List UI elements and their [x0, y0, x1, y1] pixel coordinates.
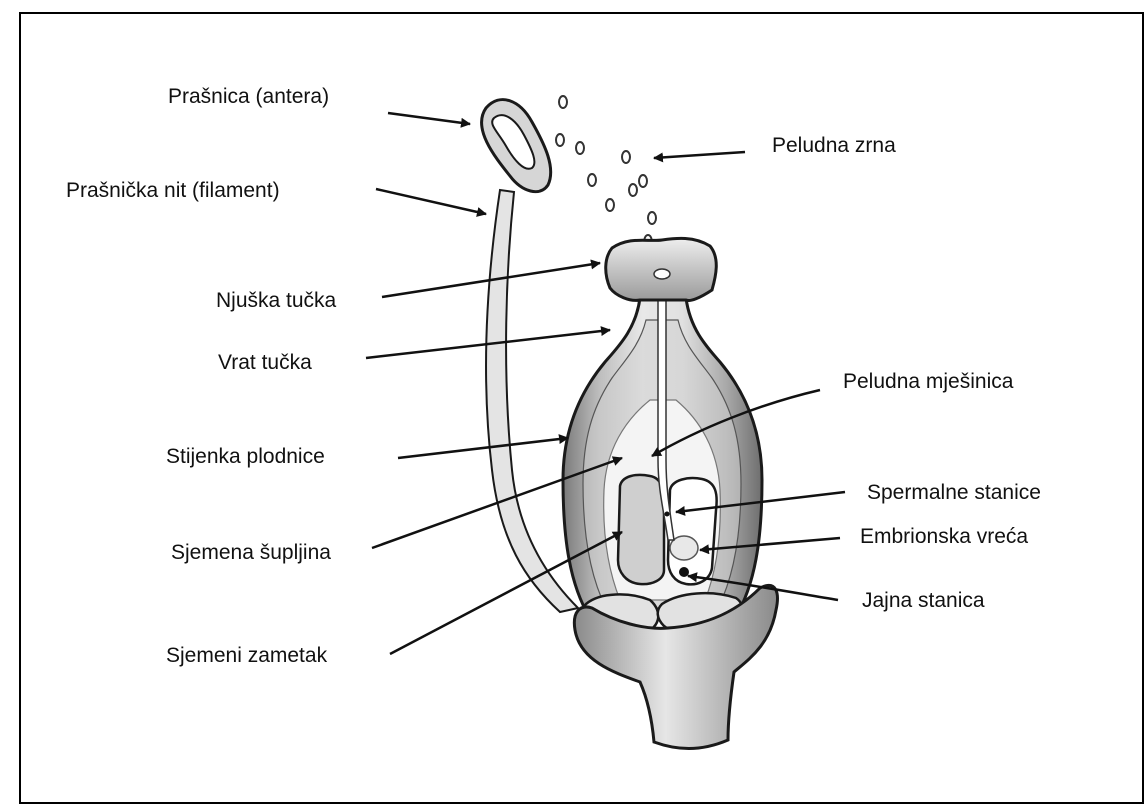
label-embryo-sac: Embrionska vreća: [860, 526, 1028, 547]
arrow-filament: [376, 189, 486, 214]
sperm-cells-shape: [665, 512, 670, 517]
label-ovule-cavity: Sjemena šupljina: [171, 542, 331, 563]
ovule-left: [618, 475, 664, 584]
label-filament: Prašnička nit (filament): [66, 180, 280, 201]
label-anther: Prašnica (antera): [168, 86, 329, 107]
arrow-ovary-wall: [398, 438, 568, 458]
arrow-pollen-grains: [654, 152, 745, 158]
ovule-right: [668, 478, 717, 584]
label-style: Vrat tučka: [218, 352, 312, 373]
stigma-opening: [654, 269, 670, 279]
anther-shape: [482, 100, 551, 192]
label-stigma: Njuška tučka: [216, 290, 336, 311]
arrow-anther: [388, 113, 470, 124]
label-ovary-wall: Stijenka plodnice: [166, 446, 325, 467]
label-sperm-cells: Spermalne stanice: [867, 482, 1041, 503]
egg-cell-shape: [679, 567, 689, 577]
label-ovule: Sjemeni zametak: [166, 645, 327, 666]
label-pollen-tube: Peludna mješinica: [843, 371, 1013, 392]
filament-shape: [486, 190, 578, 612]
label-pollen-grains: Peludna zrna: [772, 135, 896, 156]
label-egg-cell: Jajna stanica: [862, 590, 985, 611]
